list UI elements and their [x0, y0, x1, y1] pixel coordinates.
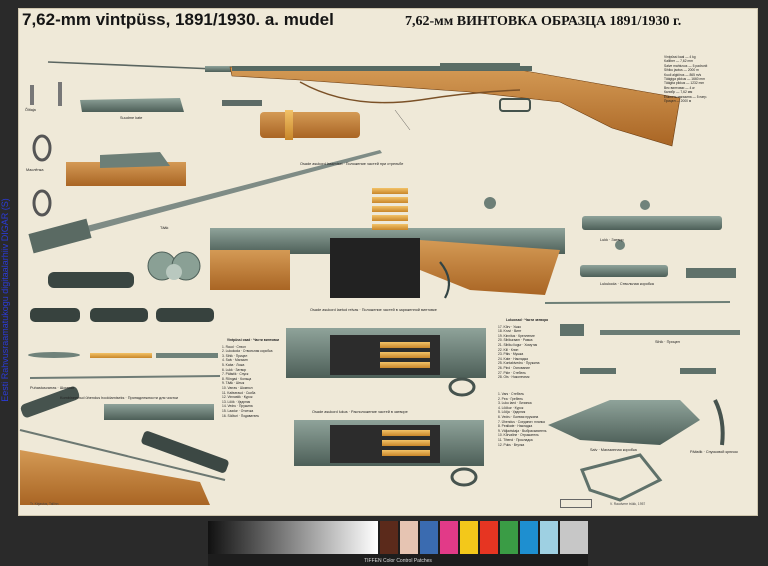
bolt-parts	[544, 200, 740, 502]
spec-line: Вес винтовки — 4 кг	[664, 85, 695, 90]
caption-magazine: Salv · Магазинная коробка	[590, 448, 637, 452]
parts-item: 8. Pealkate · Накладка	[498, 424, 533, 429]
title-estonian: 7,62-mm vintpüss, 1891/1930. a. mudel	[22, 10, 334, 29]
oiler-drawing	[147, 251, 201, 281]
rifle-full-view	[47, 61, 681, 147]
parts-item: 12. Vinnastik · Курок	[222, 395, 253, 400]
caption-bayonet: Tääk	[160, 226, 169, 230]
color-swatch	[440, 521, 458, 554]
parts-item: 23. Päis · Мушка	[498, 352, 524, 357]
spec-line: Täägiga pikkus — 1660 mm	[664, 77, 706, 82]
parts-item: 25. Kontaktvedru · Пружина	[498, 361, 540, 366]
parts-item: 14. Vedru · Пружина	[222, 404, 253, 409]
parts-item: 15. Laadur · Отсечка	[222, 408, 254, 413]
color-swatch	[420, 521, 438, 554]
caption-sight: Sihik · Прицел	[655, 340, 680, 344]
color-calibration-bar: TIFFEN Color Control Patches	[208, 521, 588, 566]
gray-gradient-swatch	[208, 521, 378, 554]
specifications-block: Vintpüssi kaal — 4 kg Kaliiber — 7,62 mm…	[664, 55, 734, 103]
parts-heading: Lukuosad · Части затвора	[506, 318, 548, 322]
parts-item: 19. Kinnitus · Крепление	[498, 333, 535, 338]
parts-item: 13. Löök · Ударник	[222, 399, 251, 404]
footer-printer: V. Raudvere trükk, 1957	[610, 502, 646, 506]
parts-item: 21. Sihiku liugur · Хомутик	[498, 342, 538, 347]
receiver-sectional-view	[210, 188, 565, 299]
parts-item: 24. Kate · Накладка	[498, 356, 528, 361]
parts-item: 2. Lukukoda · Ствольная коробка	[222, 349, 273, 354]
caption-sectional: Osade asukord laskmisel · Положение част…	[300, 162, 404, 166]
spec-line: Калибр — 7,62 мм	[664, 90, 693, 95]
parts-item: 26. Pind · Основание	[498, 365, 530, 370]
parts-item: 11. Kaitseraud · Скоба	[222, 390, 256, 395]
parts-item: 5. Kaba · Ложа	[222, 362, 245, 367]
spec-line: Прицел — 2000 м	[664, 99, 692, 104]
bayonet-drawing	[28, 150, 382, 254]
color-swatch	[480, 521, 498, 554]
colorbar-label: TIFFEN Color Control Patches	[364, 558, 432, 564]
parts-item: 9. Väljaviskaja · Выбрасыватель	[498, 428, 547, 433]
parts-item: 4. Salv · Магазин	[222, 358, 248, 363]
parts-item: 12. Puks · Втулка	[498, 442, 525, 447]
parts-list-bolt-detail: 1. Vars · Стебель 2. Pea · Гребень 3. Lu…	[498, 392, 556, 447]
parts-item: 10. Kõrvaline · Отражатель	[498, 433, 539, 438]
parts-item: 28. Ots · Наконечник	[498, 375, 530, 380]
library-stamp	[560, 499, 592, 508]
caption-loaded-position: Osade asukord laetud relvas · Положение …	[310, 308, 437, 312]
parts-item: 5. Lööja · Ударник	[498, 410, 526, 415]
caption-muzzle-cover: Suudme kate	[120, 116, 143, 120]
spec-line: Kaliiber — 7,62 mm	[664, 59, 693, 64]
color-swatch	[560, 521, 588, 554]
parts-item: 3. Luku laed · Личинка	[498, 401, 532, 406]
title-russian: 7,62-мм ВИНТОВКА ОБРАЗЦА 1891/1930 г.	[405, 14, 682, 29]
parts-item: 1. Raud · Ствол	[222, 344, 246, 349]
caption-bolt: Lukk · Затвор	[600, 238, 624, 242]
caption-bolt-section: Osade asukord lukus · Расположение часте…	[312, 410, 408, 414]
caption-receiver: Lukukoda · Ствольная коробка	[600, 282, 654, 286]
parts-item: 7. Päästik · Спуск	[222, 372, 249, 377]
parts-list-bolt: Lukuosad · Части затвора 17. Kõrv · Ушко…	[498, 318, 556, 380]
caption-oiler: Õlitaja	[25, 108, 36, 112]
parts-item: 8. Rõngad · Кольца	[222, 376, 252, 381]
parts-item: 6. Lukk · Затвор	[222, 367, 247, 372]
spec-line: Sihiku jaotus — 2000 m	[664, 68, 699, 73]
color-swatch	[380, 521, 398, 554]
caption-cleaning-rod: Puhastusvarras · Шомпол	[30, 386, 75, 390]
caption-combined-tool: Kombineeritud ühendus hooldamiseks · При…	[60, 396, 179, 400]
accessory-cylinders	[28, 272, 221, 379]
parts-item: 9. Tääk · Штык	[222, 381, 245, 386]
cleaning-tools	[30, 82, 360, 217]
spec-line: Täägita pikkus — 1232 mm	[664, 81, 705, 86]
caption-oiler-ru: Маслёнка	[26, 168, 44, 172]
parts-item: 1. Vars · Стебель	[498, 392, 524, 396]
caption-trigger: Päästik · Спусковой крючок	[690, 450, 738, 454]
magazine-sections	[286, 328, 486, 487]
color-swatch	[400, 521, 418, 554]
parts-item: 17. Kõrv · Ушко	[498, 324, 522, 329]
parts-item: 27. Pide · Стебель	[498, 370, 526, 375]
spec-line: Salve mahtuvus — 5 padrunit	[664, 63, 708, 68]
spec-line: Kuuli algkiirus — 865 m/s	[664, 72, 702, 77]
parts-item: 7. Ühendus · Соединит. планка	[498, 419, 545, 424]
color-swatch	[540, 521, 558, 554]
parts-item: 20. Sihikuraam · Рамка	[498, 338, 533, 343]
color-swatch	[460, 521, 478, 554]
footer-publisher: Tr. Kirjastus, Tallinn	[30, 502, 59, 506]
muzzle-detail	[19, 386, 229, 505]
parts-item: 16. Sööturi · Подаватель	[222, 413, 260, 418]
spec-line: Ёмкость магазина — 5 патр.	[664, 94, 708, 99]
parts-item: 11. Tihend · Прокладка	[498, 437, 533, 442]
color-swatch	[520, 521, 538, 554]
parts-item: 6. Vedru · Боевая пружина	[498, 414, 539, 419]
parts-item: 3. Sihik · Прицел	[222, 353, 248, 358]
spec-line: Vintpüssi kaal — 4 kg	[664, 55, 696, 59]
parts-list-rifle: Vintpüssi osad · Части винтовки 1. Raud …	[222, 338, 284, 418]
parts-item: 18. Kruvi · Винт	[498, 329, 522, 334]
parts-item: 10. Varras · Шомпол	[222, 385, 253, 390]
parts-heading: Vintpüssi osad · Части винтовки	[226, 338, 280, 342]
parts-item: 2. Pea · Гребень	[498, 396, 523, 401]
parts-item: 22. Kiil · Клин	[498, 347, 519, 352]
color-swatch	[500, 521, 518, 554]
parts-item: 4. Löökur · Курок	[498, 405, 524, 410]
